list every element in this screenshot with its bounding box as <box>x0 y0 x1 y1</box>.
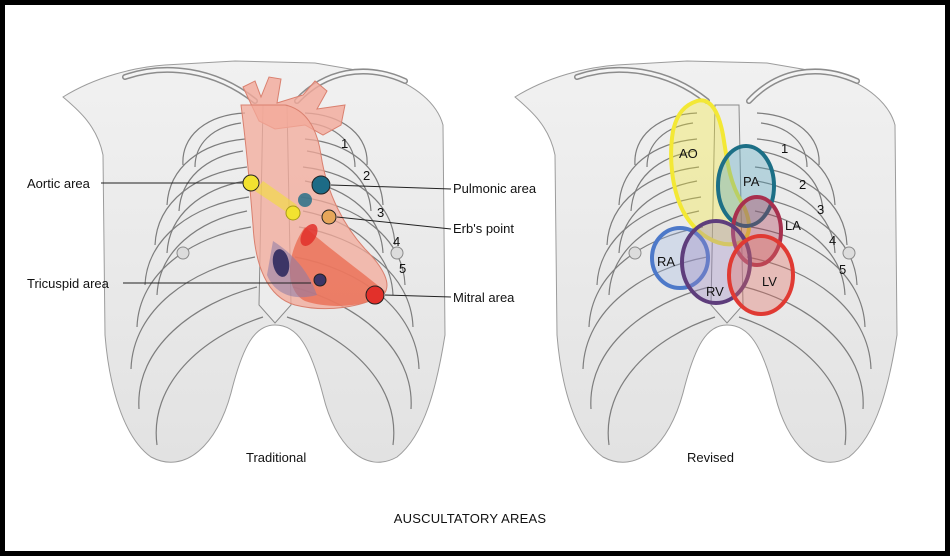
left-nipple-r <box>176 246 190 260</box>
erbs-cylinder <box>300 224 318 246</box>
diagram-svg: Aortic area Pulmonic area Erb's point Tr… <box>27 60 898 526</box>
ra-label: RA <box>657 254 675 269</box>
revised-areas <box>650 98 795 316</box>
tricuspid-area-marker <box>313 273 327 287</box>
erbs-point-label: Erb's point <box>453 221 514 236</box>
aortic-pulmonic-band <box>255 181 297 215</box>
tricuspid-cylinder <box>272 249 290 277</box>
left-ventricle <box>290 227 385 306</box>
mitral-area-marker <box>365 285 385 305</box>
right-rib-number-5: 5 <box>839 262 846 277</box>
pulmonic-area-label: Pulmonic area <box>453 181 537 196</box>
right-nipple-l <box>842 246 856 260</box>
left-rib-number-5: 5 <box>399 261 406 276</box>
pulmonic-secondary-marker <box>298 193 312 207</box>
left-rib-number-4: 4 <box>393 234 400 249</box>
erbs-point-marker <box>321 209 337 225</box>
pulmonic-area-marker <box>311 175 331 195</box>
traditional-caption: Traditional <box>246 450 306 465</box>
mitral-area-label: Mitral area <box>453 290 515 305</box>
tricuspid-area-label: Tricuspid area <box>27 276 110 291</box>
lv-area <box>727 234 795 316</box>
left-nipple-l <box>390 246 404 260</box>
rv-area <box>680 219 752 305</box>
right-nipple-r <box>628 246 642 260</box>
la-label: LA <box>785 218 801 233</box>
pa-area <box>716 144 776 228</box>
ra-area <box>650 226 710 290</box>
figure-title: AUSCULTATORY AREAS <box>394 511 547 526</box>
aortic-area-marker <box>242 174 260 192</box>
figure-canvas: Aortic area Pulmonic area Erb's point Tr… <box>5 5 945 551</box>
pa-label: PA <box>743 174 760 189</box>
leader-lines <box>101 182 452 298</box>
right-rib-number-1: 1 <box>781 141 788 156</box>
left-rib-number-3: 3 <box>377 205 384 220</box>
ao-label: AO <box>679 146 698 161</box>
left-ribs-a <box>130 112 264 446</box>
la-area <box>731 195 783 267</box>
revised-caption: Revised <box>687 450 734 465</box>
left-torso-silhouette <box>62 60 446 463</box>
lv-label: LV <box>762 274 777 289</box>
rv-label: RV <box>706 284 724 299</box>
right-rib-number-2: 2 <box>799 177 806 192</box>
ao-area <box>669 98 751 247</box>
aortic-secondary-marker <box>285 205 301 221</box>
right-ribs-a <box>582 112 716 446</box>
aortic-area-label: Aortic area <box>27 176 91 191</box>
traditional-markers <box>242 174 385 305</box>
left-rib-number-1: 1 <box>341 136 348 151</box>
right-rib-number-3: 3 <box>817 202 824 217</box>
left-rib-number-2: 2 <box>363 168 370 183</box>
right-rib-number-4: 4 <box>829 233 836 248</box>
